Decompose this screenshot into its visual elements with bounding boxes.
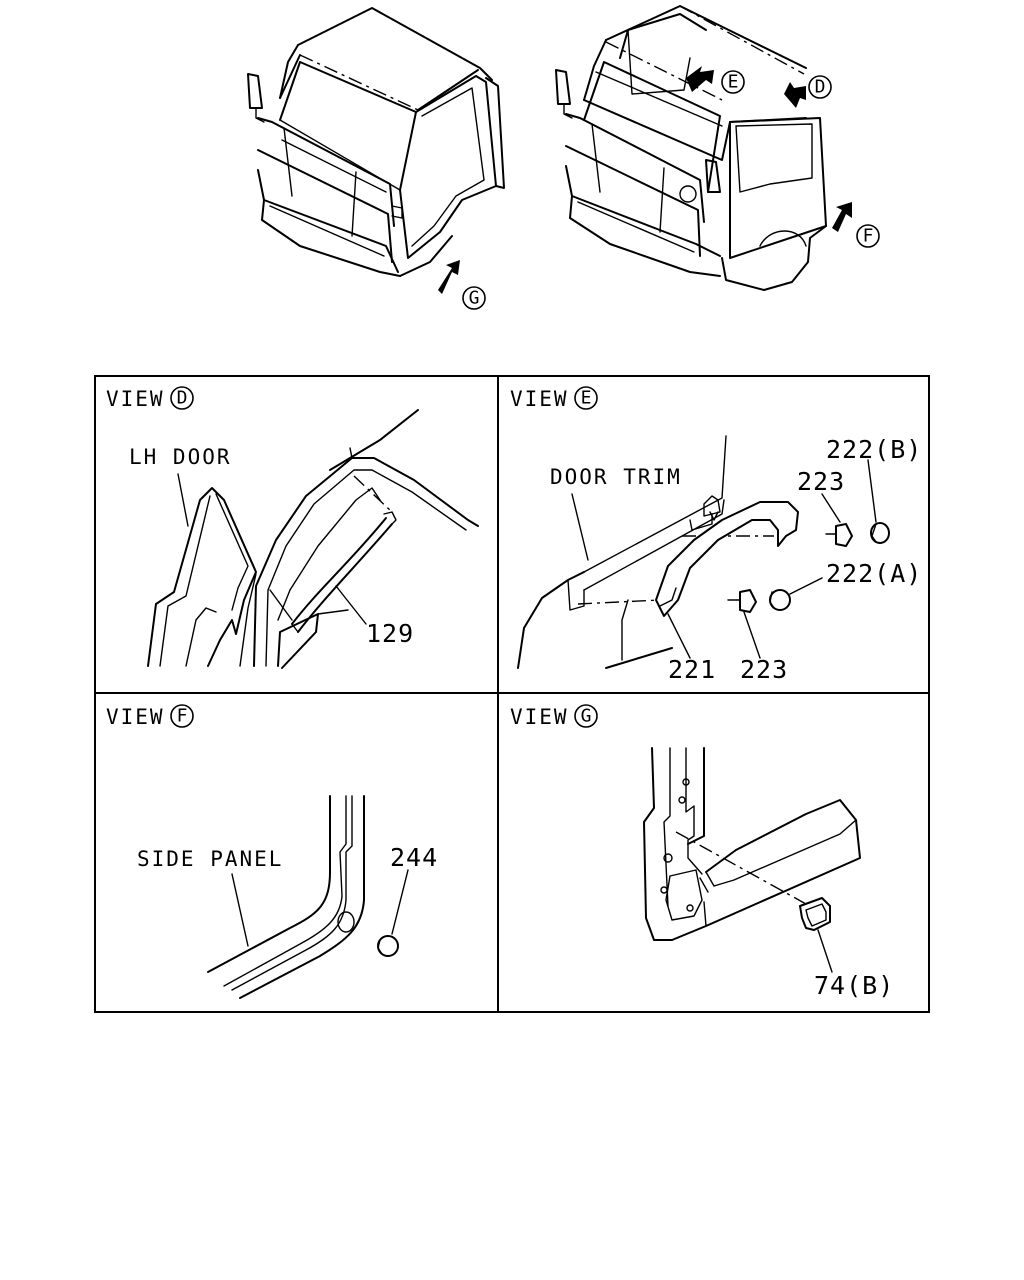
view-f-part-name: SIDE PANEL	[137, 847, 283, 871]
arrow-e-letter: E	[728, 72, 739, 93]
cab-overview-right: E D F	[555, 5, 880, 291]
view-f-letter: F	[177, 706, 188, 727]
view-d-prefix: VIEW	[106, 387, 165, 411]
callout-129: 129	[366, 619, 414, 648]
view-e-panel: VIEW E DOOR TRIM 2	[510, 386, 922, 684]
callout-221: 221	[668, 655, 716, 684]
callout-223-upper: 223	[797, 467, 845, 496]
callout-222b: 222(B)	[826, 435, 922, 464]
view-g-panel: VIEW G 74(B)	[510, 704, 894, 1000]
view-e-prefix: VIEW	[510, 387, 569, 411]
cab-overview-left: G	[247, 7, 505, 310]
view-g-letter: G	[581, 706, 592, 727]
view-d-letter: D	[177, 388, 188, 409]
callout-244: 244	[390, 843, 438, 872]
view-f-prefix: VIEW	[106, 705, 165, 729]
callout-223-lower: 223	[740, 655, 788, 684]
view-g-prefix: VIEW	[510, 705, 569, 729]
view-grid	[94, 375, 930, 1013]
view-e-letter: E	[581, 388, 592, 409]
view-d-part-name: LH DOOR	[129, 445, 232, 469]
arrow-d-letter: D	[815, 77, 826, 98]
callout-222a: 222(A)	[826, 559, 922, 588]
arrow-g-letter: G	[469, 288, 480, 309]
view-e-part-name: DOOR TRIM	[550, 465, 682, 489]
view-f-panel: VIEW F SIDE PANEL 244	[106, 704, 438, 999]
view-d-panel: VIEW D LH DOOR 129	[106, 386, 479, 669]
arrow-f-letter: F	[863, 226, 874, 247]
callout-74b: 74(B)	[814, 971, 894, 1000]
